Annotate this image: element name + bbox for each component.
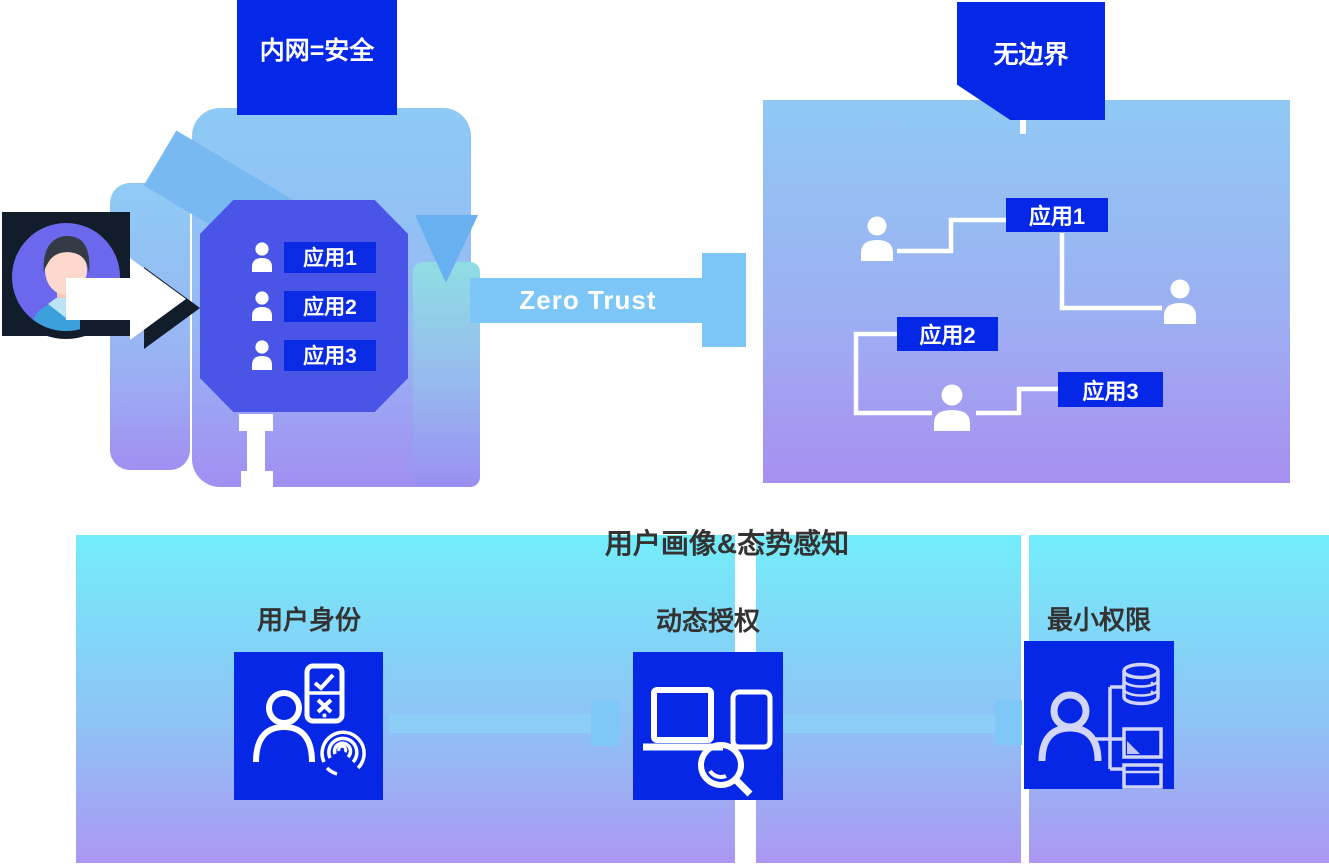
borderless-app-badge: 应用1 xyxy=(1006,198,1108,232)
section-label-authorization: 动态授权 xyxy=(655,606,760,636)
legacy-app-badge: 应用2 xyxy=(284,290,376,322)
down-connector-bottom xyxy=(241,471,273,487)
down-connector-top xyxy=(239,414,273,431)
authorization-card xyxy=(633,652,783,800)
borderless-connections xyxy=(853,216,1196,431)
platform-title: 用户画像&态势感知 xyxy=(604,528,850,559)
intranet-gateway-column xyxy=(413,262,480,487)
borderless-label-tail xyxy=(1020,120,1026,134)
legacy-app-row: 应用3 xyxy=(250,339,376,371)
flow-arrow-head xyxy=(591,701,620,746)
borderless-app-badge: 应用3 xyxy=(1058,372,1163,407)
zero-trust-arrow: Zero Trust xyxy=(470,278,706,323)
section-label-identity: 用户身份 xyxy=(256,605,361,635)
legacy-app-row: 应用1 xyxy=(250,241,376,273)
user-icon xyxy=(252,340,272,370)
borderless-label: 无边界 xyxy=(957,2,1105,120)
user-identity-fingerprint-icon xyxy=(253,663,366,776)
legacy-app-row: 应用2 xyxy=(250,290,376,322)
devices-magnifier-icon xyxy=(643,687,773,797)
legacy-label: 内网=安全 xyxy=(237,0,397,115)
flow-arrow-head xyxy=(995,700,1022,745)
legacy-app-panel: 应用1 应用2 应用3 xyxy=(200,200,408,412)
section-label-least-privilege: 最小权限 xyxy=(1046,605,1151,635)
flow-arrow-shaft xyxy=(389,714,591,733)
legacy-app-badge: 应用3 xyxy=(284,339,376,371)
borderless-app-badge: 应用2 xyxy=(897,317,998,351)
identity-card xyxy=(234,652,383,800)
legacy-app-badge: 应用1 xyxy=(284,241,376,273)
zero-trust-arrow-head xyxy=(702,253,746,347)
down-connector-bar xyxy=(247,429,265,475)
user-entry-arrow-icon xyxy=(66,258,200,349)
user-resource-tree-icon xyxy=(1038,662,1163,789)
user-icon xyxy=(252,291,272,321)
user-icon xyxy=(252,242,272,272)
borderless-panel xyxy=(763,100,1290,483)
flow-arrow-shaft xyxy=(783,714,995,733)
least-privilege-card xyxy=(1024,641,1174,789)
